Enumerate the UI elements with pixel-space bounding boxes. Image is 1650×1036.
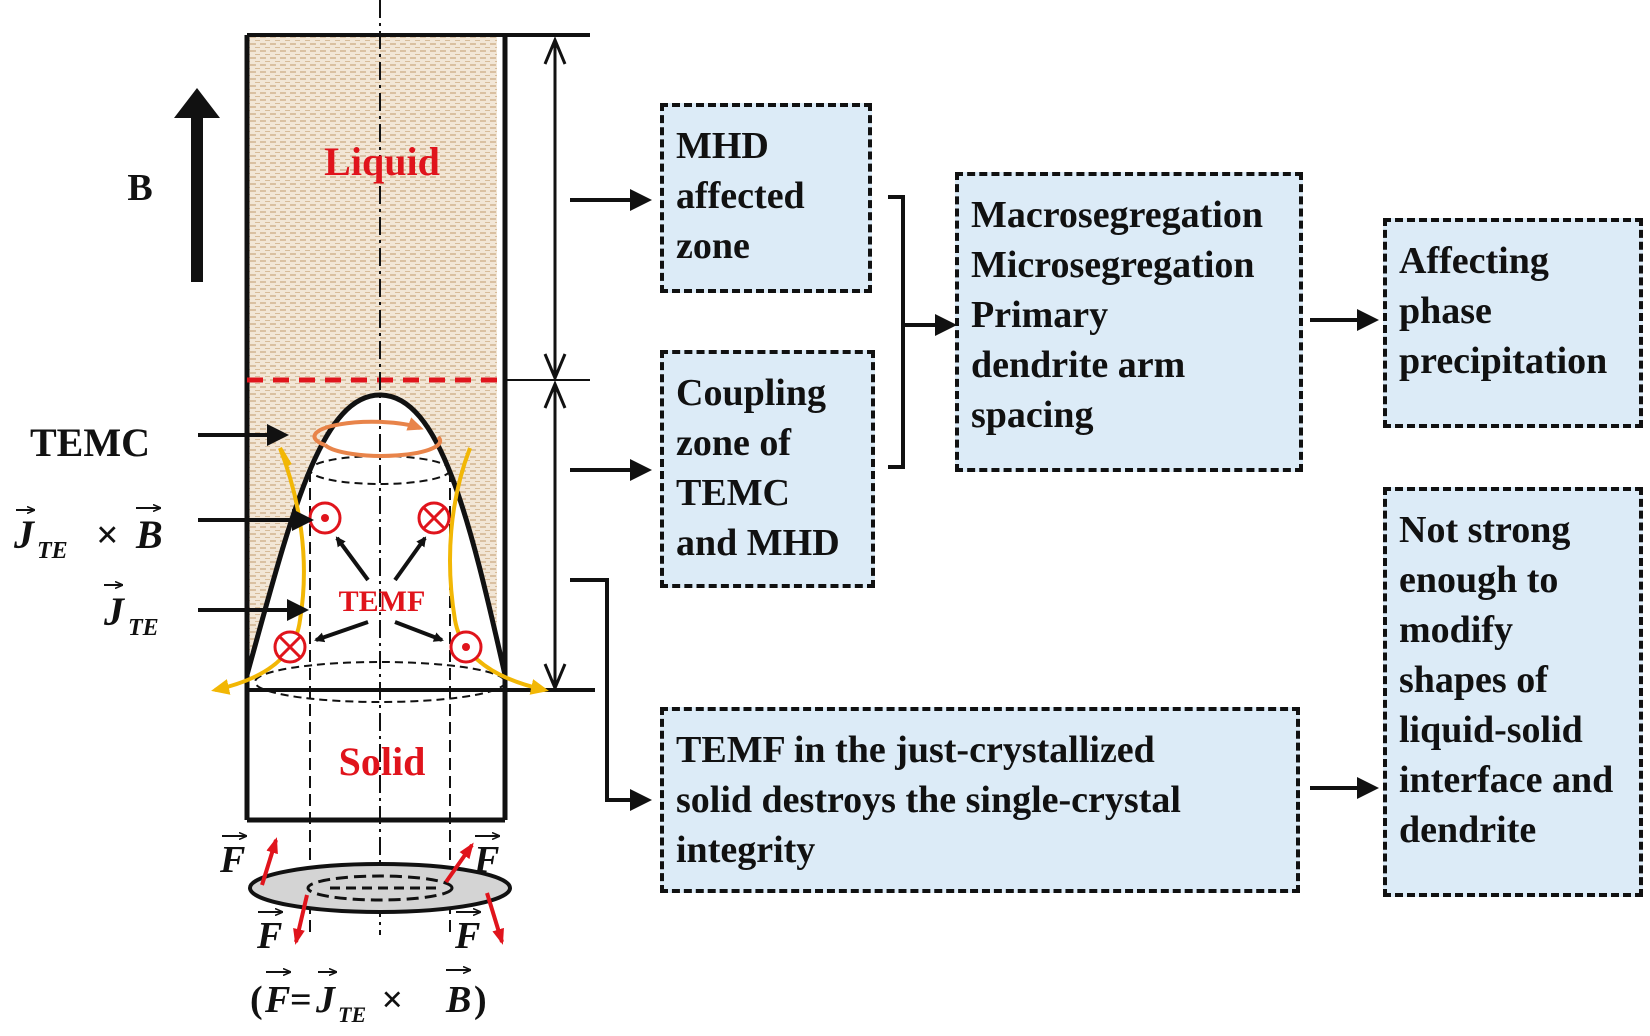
- temc-ring: [323, 435, 443, 458]
- bottom-disc-inner-ellipse: [306, 874, 454, 902]
- bracket: [888, 195, 905, 469]
- svg-text:F: F: [264, 979, 290, 1021]
- into-plane-symbol-lower-left: [273, 630, 307, 664]
- not-strong-box-line-5: liquid-solid: [1399, 709, 1583, 751]
- svg-text:J: J: [315, 979, 336, 1021]
- cross-product-label: J TE × B: [13, 508, 163, 564]
- segregation-box-line-2: Microsegregation: [971, 244, 1255, 286]
- mushy-cone-region: [247, 395, 505, 675]
- segregation-box-line-1: Macrosegregation: [971, 194, 1263, 236]
- magnetic-field-arrow-head: [174, 88, 220, 118]
- temf-arrow-upper-left: [335, 536, 370, 582]
- coupling-span-bottom-head: [543, 663, 567, 692]
- arrow-to-temf-solid-box: [570, 578, 652, 811]
- current-density-label: J TE: [103, 585, 159, 641]
- temf-solid-box-line-2: solid destroys the single-crystal: [676, 779, 1181, 821]
- force-arrow-upper-right: [444, 842, 474, 884]
- segregation-box: Macrosegregation Microsegregation Primar…: [955, 172, 1303, 472]
- force-label-lower-right: F: [454, 912, 480, 957]
- force-arrow-upper-left: [260, 837, 278, 886]
- mhd-box-line-1: MHD: [676, 125, 769, 167]
- mhd-box-line-3: zone: [676, 225, 750, 267]
- not-strong-enough-box: Not strong enough to modify shapes of li…: [1383, 487, 1643, 897]
- svg-text:F: F: [473, 839, 499, 881]
- current-label-j: J: [103, 589, 126, 634]
- force-label-upper-right: F: [473, 836, 499, 881]
- svg-text:TE: TE: [338, 1002, 366, 1027]
- temf-label: TEMF: [339, 585, 426, 618]
- coupling-box-line-2: zone of: [676, 422, 792, 464]
- coupling-zone-box: Coupling zone of TEMC and MHD: [660, 350, 875, 588]
- temf-solid-box-line-3: integrity: [676, 829, 816, 871]
- into-plane-symbol-upper-right: [417, 501, 451, 535]
- liquid-label: Liquid: [324, 139, 440, 184]
- svg-text:F: F: [454, 915, 480, 957]
- temf-arrow-lower-right: [394, 620, 444, 642]
- coupling-span-top-head: [543, 380, 567, 409]
- phase-precipitation-box: Affecting phase precipitation: [1383, 218, 1643, 428]
- current-right-curve: [448, 447, 549, 695]
- coupling-box-line-1: Coupling: [676, 372, 826, 414]
- solid-label: Solid: [339, 739, 426, 784]
- segregation-box-line-5: spacing: [971, 394, 1094, 436]
- mhd-affected-zone-box: MHD affected zone: [660, 103, 872, 293]
- phase-box-line-2: phase: [1399, 290, 1492, 332]
- not-strong-box-line-2: enough to: [1399, 559, 1559, 601]
- temc-label: TEMC: [30, 420, 150, 465]
- cross-label-times: ×: [86, 512, 129, 557]
- temc-ring-arrow: [312, 417, 424, 447]
- cross-label-sub: TE: [37, 538, 68, 564]
- force-label-upper-left: F: [219, 836, 246, 881]
- current-label-sub: TE: [128, 615, 159, 641]
- svg-text:=: =: [290, 979, 312, 1021]
- cross-label-b: B: [135, 512, 163, 557]
- temf-arrow-upper-right: [393, 536, 427, 582]
- temf-arrow-lower-left: [314, 620, 369, 643]
- mhd-span-bottom-head: [543, 353, 567, 382]
- lower-dashed-ellipse: [254, 661, 506, 703]
- coupling-box-line-4: and MHD: [676, 522, 840, 564]
- magnetic-field-label: B: [127, 167, 152, 209]
- cross-label-j: J: [13, 512, 36, 557]
- force-label-lower-left: F: [256, 912, 282, 957]
- force-arrow-lower-right: [485, 892, 504, 945]
- force-equation: ( F = J TE × B ): [250, 970, 487, 1027]
- not-strong-box-line-7: dendrite: [1399, 809, 1537, 851]
- out-of-plane-symbol-upper-left: [308, 501, 342, 535]
- svg-text:F: F: [219, 839, 245, 881]
- phase-box-line-3: precipitation: [1399, 340, 1608, 382]
- not-strong-box-line-1: Not strong: [1399, 509, 1571, 551]
- svg-text:B: B: [445, 979, 471, 1021]
- out-of-plane-symbol-lower-right: [449, 630, 483, 664]
- segregation-box-line-4: dendrite arm: [971, 344, 1186, 386]
- mhd-box-line-2: affected: [676, 175, 805, 217]
- force-arrow-lower-left: [293, 894, 309, 945]
- temf-solid-box: TEMF in the just-crystallized solid dest…: [660, 707, 1300, 893]
- svg-text:F: F: [256, 915, 282, 957]
- temf-solid-box-line-1: TEMF in the just-crystallized: [676, 729, 1155, 771]
- mhd-span-top-head: [543, 36, 567, 65]
- not-strong-box-line-6: interface and: [1399, 759, 1614, 801]
- not-strong-box-line-3: modify: [1399, 609, 1513, 651]
- current-left-stub: [278, 446, 292, 467]
- svg-text:(: (: [250, 979, 263, 1021]
- svg-text:×: ×: [372, 979, 413, 1021]
- mushy-cone-outline: [244, 392, 508, 676]
- svg-text:): ): [474, 979, 487, 1021]
- phase-box-line-1: Affecting: [1399, 240, 1549, 282]
- coupling-box-line-3: TEMC: [676, 472, 790, 514]
- segregation-box-line-3: Primary: [971, 294, 1109, 336]
- not-strong-box-line-4: shapes of: [1399, 659, 1548, 701]
